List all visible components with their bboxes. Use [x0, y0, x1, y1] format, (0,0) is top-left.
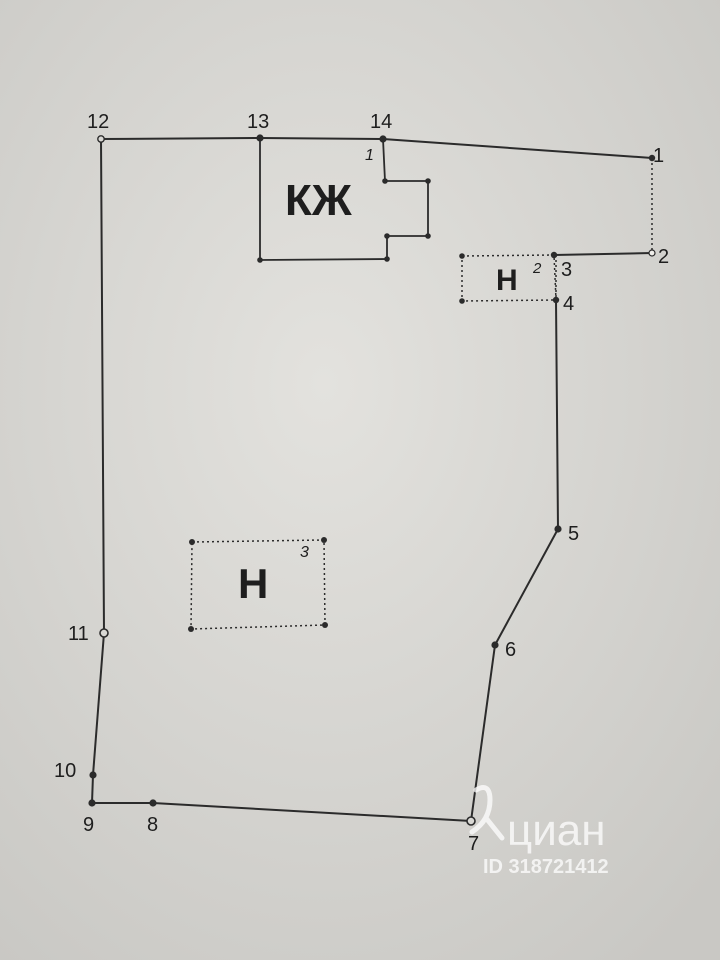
point-label-7: 7 — [468, 833, 479, 855]
point-label-3: 3 — [561, 259, 572, 281]
building-kzh-label: КЖ — [285, 176, 352, 225]
point-label-11: 11 — [68, 623, 89, 645]
vertex-10 — [89, 771, 97, 779]
vertex-3 — [550, 251, 558, 259]
building-h3-number: 3 — [300, 544, 309, 561]
building-h3-vertices — [188, 537, 328, 632]
boundary-line-2-3 — [553, 252, 653, 256]
point-label-13: 13 — [247, 111, 269, 133]
vertex-14 — [379, 135, 387, 143]
building-h2-label: Н — [496, 264, 518, 297]
point-label-12: 12 — [87, 111, 109, 133]
building-kzh-outline — [259, 138, 429, 261]
vertex-7 — [466, 816, 476, 826]
watermark-id: ID 318721412 — [483, 856, 609, 878]
point-label-10: 10 — [54, 760, 76, 782]
vertex-4 — [552, 296, 560, 304]
building-h2-vertices — [459, 253, 465, 304]
building-kzh-vertices — [257, 178, 431, 263]
plot-boundary — [91, 137, 653, 822]
point-label-2: 2 — [658, 246, 669, 268]
boundary-vertices — [88, 134, 656, 826]
boundary-line — [91, 137, 653, 822]
vertex-2 — [648, 249, 656, 257]
vertex-9 — [88, 799, 96, 807]
point-label-14: 14 — [370, 111, 392, 133]
point-label-8: 8 — [147, 814, 158, 836]
building-h3-outline — [190, 539, 326, 630]
point-labels: 1 2 3 4 5 6 7 8 9 10 11 12 13 14 — [54, 111, 669, 855]
vertex-5 — [554, 525, 562, 533]
building-h3-label: Н — [238, 560, 268, 607]
cian-logo-icon — [469, 785, 505, 841]
building-h2-number: 2 — [532, 260, 542, 277]
cian-watermark: циан ID 318721412 — [469, 785, 609, 878]
building-h2-outline — [461, 254, 557, 302]
point-label-9: 9 — [83, 814, 94, 836]
vertex-1 — [648, 154, 656, 162]
vertex-12 — [97, 135, 105, 143]
point-label-4: 4 — [563, 293, 574, 315]
vertex-13 — [256, 134, 264, 142]
point-label-6: 6 — [505, 639, 516, 661]
point-label-5: 5 — [568, 523, 579, 545]
vertex-6 — [491, 641, 499, 649]
vertex-11 — [99, 628, 109, 638]
watermark-brand: циан — [507, 806, 606, 855]
building-kzh-number: 1 — [365, 147, 374, 164]
vertex-8 — [149, 799, 157, 807]
point-label-1: 1 — [653, 145, 664, 167]
building-labels: КЖ 1 Н 2 Н 3 — [238, 147, 542, 607]
